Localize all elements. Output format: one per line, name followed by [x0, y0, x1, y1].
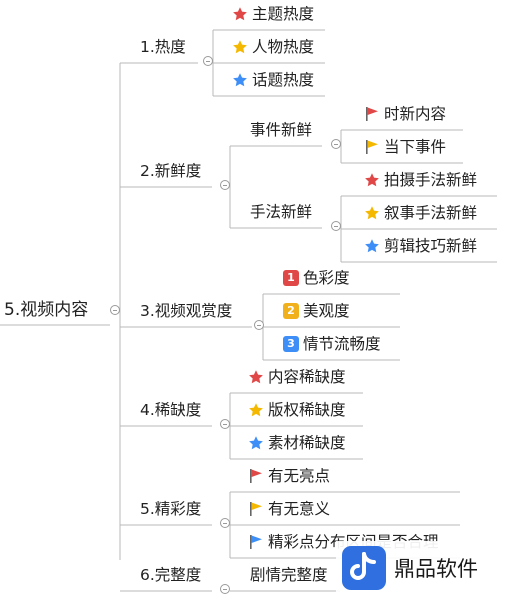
- priority-2-icon: 2: [283, 303, 299, 319]
- leaf-label: 剧情完整度: [250, 566, 328, 584]
- watermark-text: 鼎品软件: [394, 557, 478, 581]
- blue-star-icon: [248, 435, 264, 451]
- group-label: 事件新鲜: [250, 121, 313, 139]
- yellow-flag-icon: [248, 501, 264, 517]
- collapse-toggle[interactable]: [220, 419, 230, 429]
- leaf-label: 美观度: [303, 302, 350, 320]
- collapse-toggle[interactable]: [331, 221, 341, 231]
- leaf-label: 版权稀缺度: [268, 401, 346, 419]
- red-flag-icon: [364, 106, 380, 122]
- collapse-toggle[interactable]: [220, 584, 230, 594]
- blue-star-icon: [364, 238, 380, 254]
- blue-flag-icon: [248, 534, 264, 550]
- leaf-label: 拍摄手法新鲜: [384, 171, 478, 189]
- collapse-toggle[interactable]: [331, 139, 341, 149]
- leaf-label: 情节流畅度: [303, 335, 381, 353]
- watermark: 鼎品软件: [336, 541, 518, 596]
- yellow-star-icon: [232, 39, 248, 55]
- collapse-toggle[interactable]: [220, 180, 230, 190]
- branch-label: 6.完整度: [140, 566, 202, 584]
- leaf-label: 当下事件: [384, 138, 447, 156]
- yellow-star-icon: [248, 402, 264, 418]
- collapse-toggle[interactable]: [110, 305, 120, 315]
- collapse-toggle[interactable]: [203, 56, 213, 66]
- collapse-toggle[interactable]: [254, 320, 264, 330]
- leaf-label: 话题热度: [252, 71, 315, 89]
- leaf-label: 内容稀缺度: [268, 368, 346, 386]
- branch-label: 2.新鲜度: [140, 162, 202, 180]
- group-label: 手法新鲜: [250, 203, 313, 221]
- leaf-label: 有无意义: [268, 500, 331, 518]
- blue-star-icon: [232, 72, 248, 88]
- root-topic: 5.视频内容: [4, 300, 89, 320]
- leaf-label: 叙事手法新鲜: [384, 204, 478, 222]
- red-star-icon: [364, 172, 380, 188]
- priority-3-icon: 3: [283, 336, 299, 352]
- branch-label: 4.稀缺度: [140, 401, 202, 419]
- leaf-label: 人物热度: [252, 38, 315, 56]
- leaf-label: 有无亮点: [268, 467, 331, 485]
- red-star-icon: [232, 6, 248, 22]
- red-flag-icon: [248, 468, 264, 484]
- collapse-toggle[interactable]: [220, 518, 230, 528]
- leaf-label: 时新内容: [384, 105, 447, 123]
- branch-label: 5.精彩度: [140, 500, 202, 518]
- red-star-icon: [248, 369, 264, 385]
- tiktok-logo-icon: [342, 546, 386, 590]
- leaf-label: 剪辑技巧新鲜: [384, 237, 478, 255]
- yellow-star-icon: [364, 205, 380, 221]
- priority-1-icon: 1: [283, 270, 299, 286]
- branch-label: 1.热度: [140, 38, 186, 56]
- yellow-flag-icon: [364, 139, 380, 155]
- branch-label: 3.视频观赏度: [140, 302, 233, 320]
- leaf-label: 素材稀缺度: [268, 434, 346, 452]
- leaf-label: 主题热度: [252, 5, 315, 23]
- leaf-label: 色彩度: [303, 269, 350, 287]
